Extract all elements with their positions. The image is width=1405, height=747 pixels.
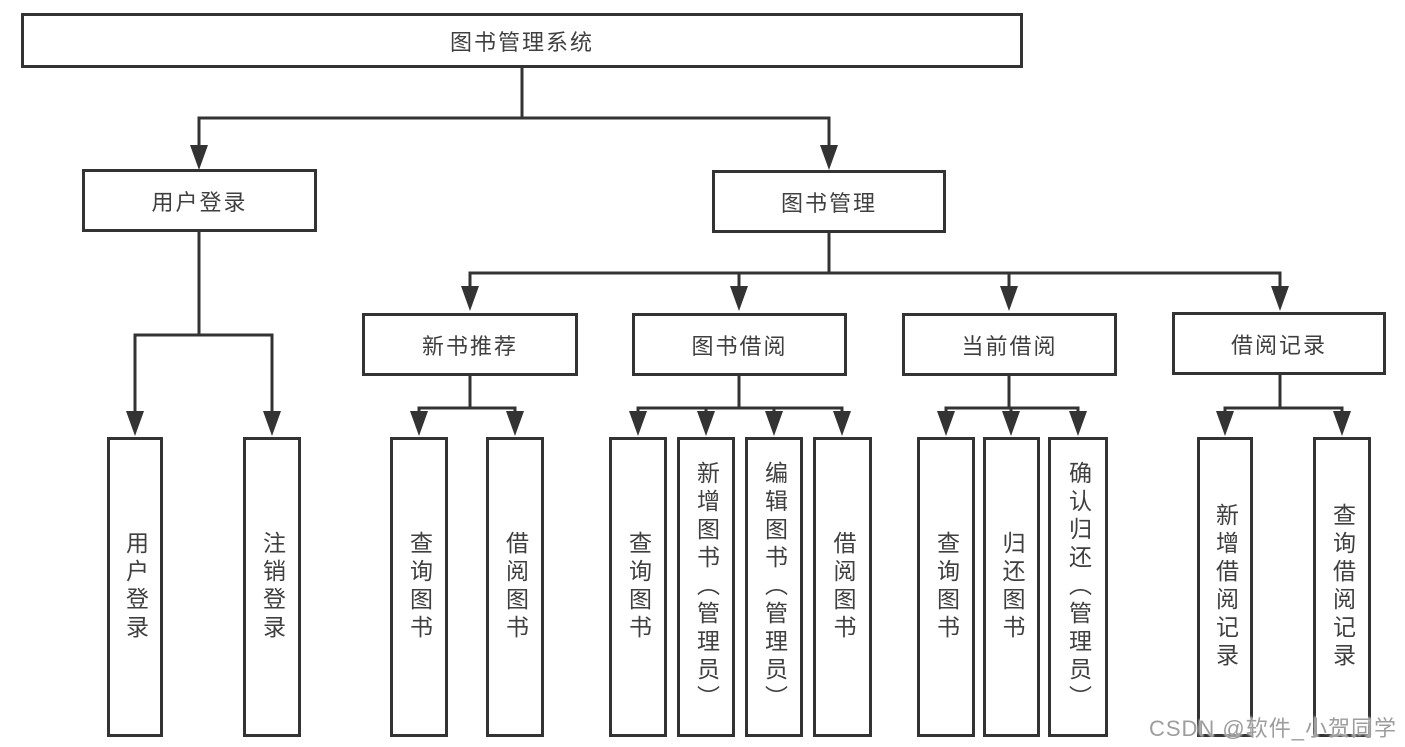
node-borrow-records: 借阅记录 — [1172, 312, 1386, 375]
leaf-user-login: 用户登录 — [107, 437, 163, 737]
leaf-query-books-current: 查询图书 — [917, 437, 975, 737]
leaf-confirm-return-admin: 确认归还（管理员） — [1048, 437, 1108, 737]
leaf-add-borrow-record: 新增借阅记录 — [1197, 437, 1253, 737]
leaf-edit-books-admin: 编辑图书（管理员） — [745, 437, 803, 737]
leaf-borrow-books: 借阅图书 — [813, 437, 872, 737]
arrowheads — [126, 145, 1351, 436]
leaf-borrow-books-recommend: 借阅图书 — [486, 437, 544, 737]
leaf-query-books-borrow: 查询图书 — [609, 437, 667, 737]
node-book-management: 图书管理 — [712, 170, 946, 233]
node-new-book-recommend: 新书推荐 — [362, 313, 578, 376]
leaf-return-books: 归还图书 — [983, 437, 1040, 737]
leaf-query-borrow-record: 查询借阅记录 — [1313, 437, 1371, 737]
leaf-logout: 注销登录 — [243, 437, 301, 737]
node-book-borrow: 图书借阅 — [632, 313, 847, 376]
watermark: CSDN @软件_小贺同学 — [1148, 716, 1397, 741]
node-current-borrow: 当前借阅 — [902, 313, 1117, 376]
leaf-query-books-recommend: 查询图书 — [390, 437, 448, 737]
node-root-system: 图书管理系统 — [21, 13, 1023, 68]
leaf-add-books-admin: 新增图书（管理员） — [677, 437, 735, 737]
node-user-login-branch: 用户登录 — [82, 169, 317, 232]
